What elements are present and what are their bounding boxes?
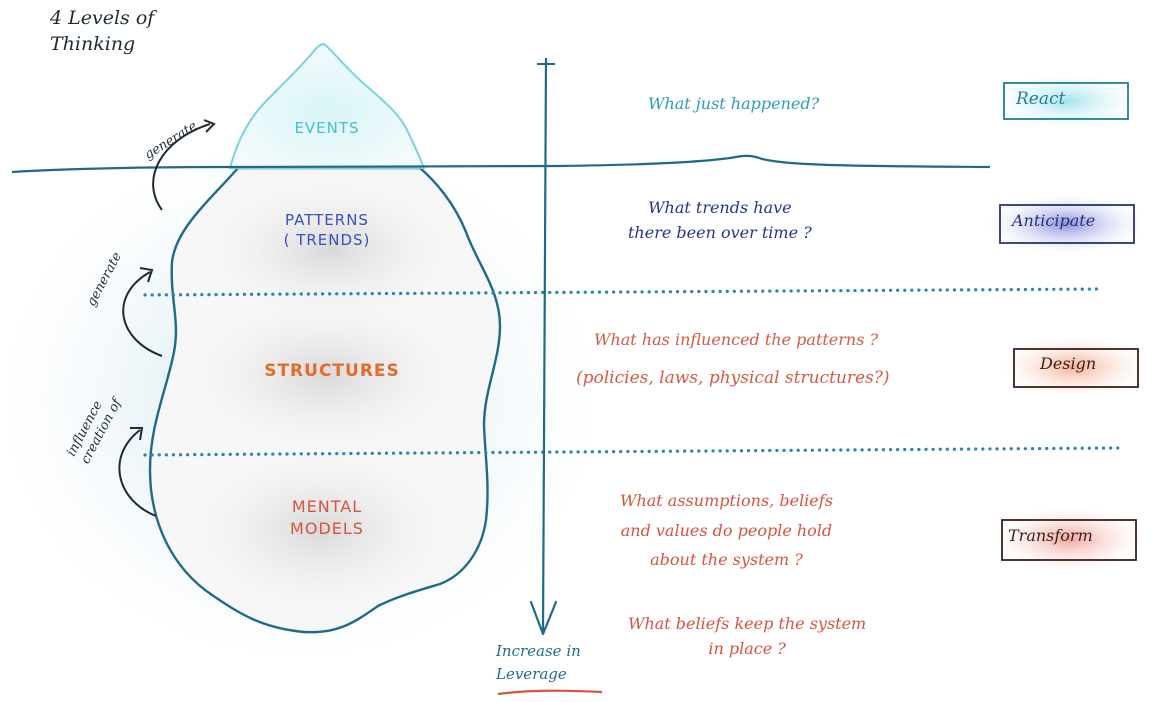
level-label-line: MODELS: [290, 518, 364, 538]
question-structures-line-2: (policies, laws, physical structures?): [576, 368, 890, 388]
arrow-influence: [118, 429, 157, 517]
design-glow: [1002, 337, 1146, 397]
shade-patterns: [205, 180, 455, 320]
shade-mental-models: [190, 450, 450, 610]
question-patterns: What trends have there been over time ?: [628, 196, 812, 246]
question-line: What beliefs keep the system: [628, 614, 867, 633]
shade-structures: [190, 300, 460, 450]
level-label-line: ( TRENDS): [283, 231, 371, 250]
question-line: What trends have: [648, 198, 792, 217]
transform-glow: [995, 507, 1143, 571]
leverage-label: Increase in Leverage: [496, 640, 581, 685]
leverage-line: Leverage: [496, 664, 567, 683]
question-mental-models-extra: What beliefs keep the system in place ?: [628, 612, 866, 662]
leverage-arrow-head: [529, 600, 558, 636]
react-box: [1003, 82, 1129, 120]
question-line: in place ?: [708, 638, 786, 658]
arrow-generate-top-head: [203, 119, 216, 133]
transform-box: [1001, 519, 1137, 561]
react-glow: [997, 73, 1137, 129]
level-label-events: EVENTS: [294, 119, 360, 137]
iceberg-tip: [228, 42, 426, 169]
action-design: Design: [1040, 354, 1097, 373]
anticipate-glow: [988, 194, 1144, 254]
question-structures-line-1: What has influenced the patterns ?: [594, 330, 879, 349]
question-line: and values do people hold: [620, 520, 833, 540]
level-label-line: PATTERNS: [285, 211, 369, 229]
arrow-generate-mid: [122, 271, 163, 357]
question-line: about the system ?: [650, 550, 803, 570]
water-line: [11, 154, 991, 174]
action-react: React: [1016, 89, 1066, 109]
action-transform: Transform: [1008, 526, 1093, 545]
arrow-influence-head: [130, 427, 144, 441]
question-line: What assumptions, beliefs: [620, 491, 833, 510]
title-line: Thinking: [50, 32, 136, 55]
leverage-underline: [497, 689, 603, 696]
leverage-arrow-shaft: [541, 57, 548, 633]
design-box: [1013, 348, 1139, 388]
level-label-structures: STRUCTURES: [264, 361, 400, 381]
level-label-patterns: PATTERNS ( TRENDS): [268, 210, 386, 251]
divider-patterns-structures: [143, 287, 1102, 297]
action-anticipate: Anticipate: [1012, 211, 1096, 230]
arrow-generate-mid-head: [139, 267, 154, 283]
arrow-generate-top: [152, 123, 211, 211]
level-label-mental-models: MENTAL MODELS: [272, 496, 382, 539]
question-mental-models: What assumptions, beliefs and values do …: [620, 486, 833, 575]
leverage-line: Increase in: [496, 642, 581, 660]
diagram-title: 4 Levels of Thinking: [50, 6, 154, 57]
divider-structures-mental: [143, 446, 1120, 457]
title-line: 4 Levels of: [50, 7, 155, 29]
question-events: What just happened?: [648, 94, 820, 113]
anticipate-box: [999, 204, 1135, 244]
level-label-line: MENTAL: [291, 497, 363, 516]
question-line: there been over time ?: [628, 222, 812, 242]
